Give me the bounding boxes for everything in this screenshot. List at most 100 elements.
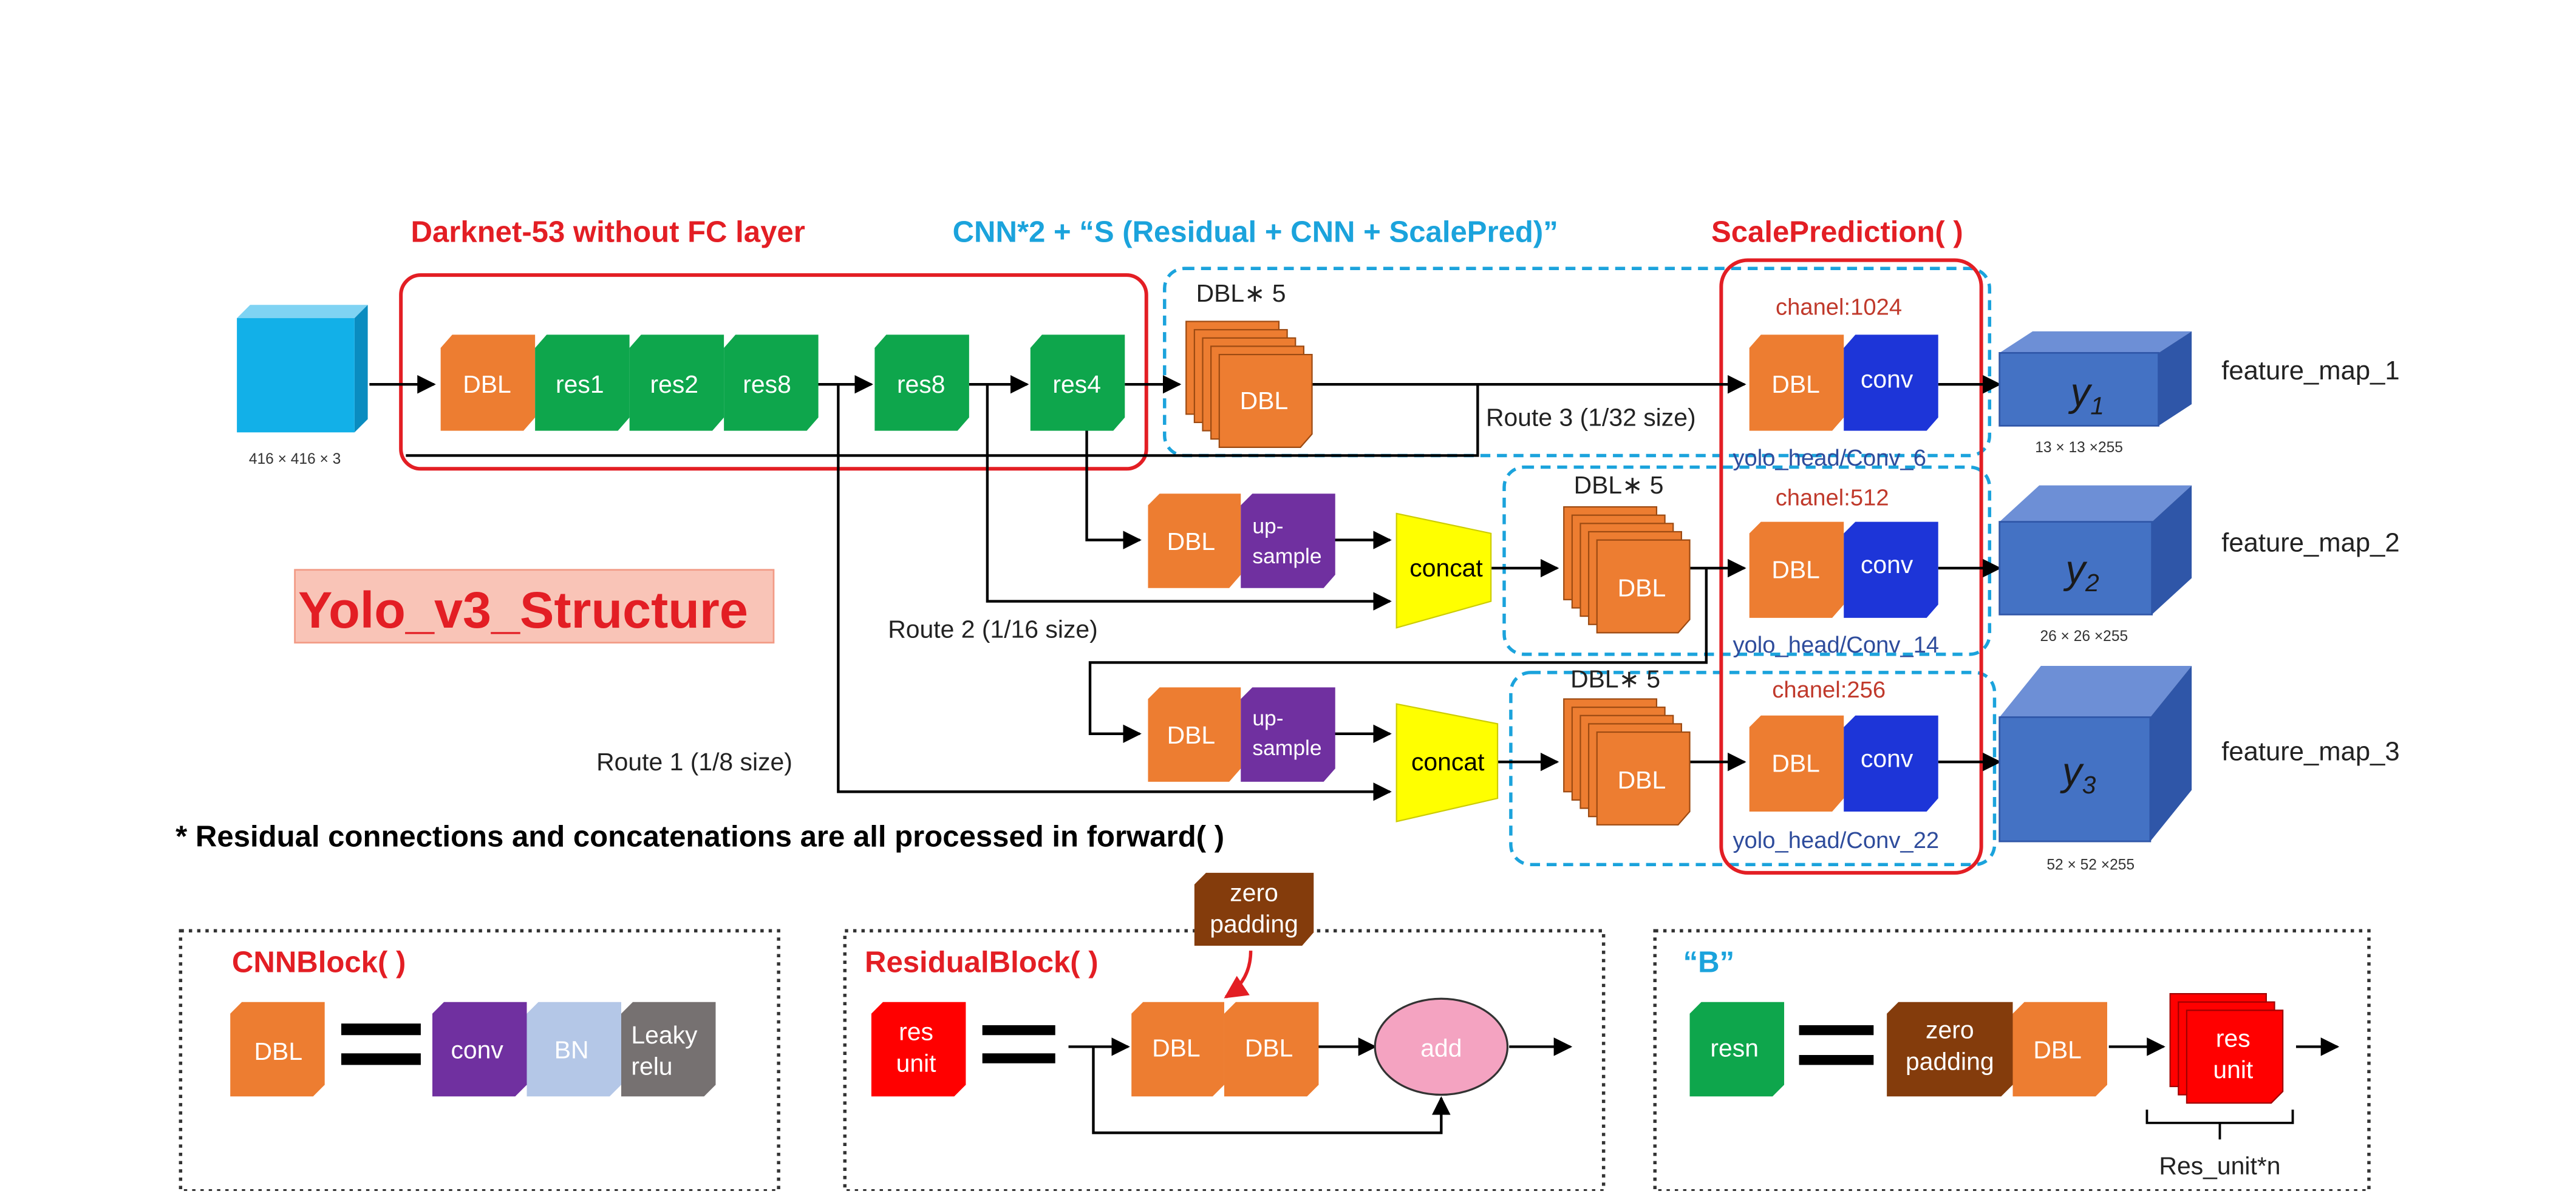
yolo-head-2: yolo_head/Conv_14 [1733,632,1939,658]
dbl5-stack-3 [1563,698,1691,826]
res8b-label: res8 [897,370,946,398]
darknet-header: Darknet-53 without FC layer [411,216,805,249]
input-tensor [237,305,368,433]
feature-map-1: feature_map_1 [2221,356,2399,385]
darknet-box [399,273,1148,471]
yolo-head-3: yolo_head/Conv_22 [1733,827,1939,853]
res1-label: res1 [556,370,604,398]
residual-dbl-1-label: DBL [1152,1034,1201,1062]
residual-add [1374,997,1509,1096]
residual-add-label: add [1420,1034,1462,1062]
structure-title: Yolo_v3_Structure [298,581,748,639]
residual-dbl-2: DBL [1224,1002,1319,1097]
cnnblock-conv: conv [432,1002,527,1097]
cnnblock-bn-label: BN [554,1036,589,1063]
chanel-1: chanel:1024 [1776,294,1902,321]
b-dbl: DBL [2012,1002,2107,1097]
dbl5-caption-1: DBL∗ 5 [1196,279,1286,307]
row3-upsample-block: up-sample [1241,687,1335,782]
legend-residual-frame [843,929,1606,1193]
chanel-3: chanel:256 [1772,677,1886,703]
route-3-label: Route 3 (1/32 size) [1486,403,1696,431]
scale-row1-conv: conv [1861,365,1913,393]
structure-title-bg [294,569,775,644]
output-cube-2 [1998,485,2192,616]
residual-lines [1068,1037,1573,1135]
dbl5-stack-2 [1563,506,1691,634]
b-title: “B” [1683,946,1735,979]
backbone-lines [369,375,2002,801]
res2-block: res2 [629,334,724,431]
output-3-symbol: y3 [2060,749,2096,799]
output-1-dims: 13 × 13 ×255 [2035,439,2123,456]
residual-equals [982,1025,1055,1063]
res8a-block: res8 [724,334,819,431]
scale-row2 [1749,521,1938,618]
input-dims: 416 × 416 × 3 [249,451,341,467]
row2-upsample-block: up-sample [1241,494,1335,588]
scale-row3 [1749,715,1938,812]
b-equals [1799,1025,1874,1065]
row2-dbl-label: DBL [1167,527,1216,555]
row2-concat: concat [1395,512,1492,629]
row3-upsample-label: up-sample [1252,706,1321,760]
b-dbl-label: DBL [2033,1036,2082,1063]
res2-label: res2 [650,370,698,398]
output-3-dims: 52 × 52 ×255 [2046,856,2135,873]
res1-block: res1 [535,334,630,431]
dbl5-caption-3: DBL∗ 5 [1570,665,1660,693]
route-2-label: Route 2 (1/16 size) [888,616,1098,643]
dbl5-stack-1 [1185,321,1313,448]
res4-label: res4 [1052,370,1101,398]
b-resn: resn [1689,1002,1785,1097]
route-1-label: Route 1 (1/8 size) [596,748,792,776]
residual-dbl-1: DBL [1131,1002,1224,1097]
cnnblock-dbl: DBL [230,1002,325,1097]
forward-note: * Residual connections and concatenation… [175,820,1224,853]
dbl5-caption-2: DBL∗ 5 [1574,471,1664,499]
cnnblock-dbl-label: DBL [254,1037,303,1065]
legend-b-frame [1653,929,2371,1193]
row3-concat-label: concat [1411,748,1485,776]
row2-concat-label: concat [1409,554,1483,582]
dbl5-stack-1-label: DBL [1240,387,1289,415]
res4-block: res4 [1030,334,1125,431]
scale-row1 [1749,334,1938,431]
residual-dbl-2-label: DBL [1245,1034,1293,1062]
row2-dbl-block: DBL [1148,494,1241,588]
yolo-head-1: yolo_head/Conv_6 [1733,445,1926,471]
res8b-block: res8 [874,334,969,431]
b-res-unit-stack [2169,992,2284,1104]
residual-title: ResidualBlock( ) [865,946,1099,979]
b-resn-label: resn [1710,1034,1759,1062]
cnn-header: CNN*2 + “S (Residual + CNN + ScalePred)” [953,216,1558,249]
feature-map-3: feature_map_3 [2221,736,2399,766]
row3-concat: concat [1395,703,1499,823]
cnnblock-bn: BN [526,1002,621,1097]
output-2-symbol: y2 [2063,548,2099,597]
backbone-dbl-label: DBL [463,370,511,398]
cnnblock-equals [341,1023,421,1065]
b-brace [2145,1110,2294,1140]
residual-zp-arrow [1224,951,1253,999]
row3-dbl-label: DBL [1167,721,1216,749]
b-res-unit-n: Res_unit*n [2159,1152,2280,1179]
dbl5-stack-2-label: DBL [1618,574,1666,602]
row3-dbl-block: DBL [1148,687,1241,782]
output-1-symbol: y1 [2068,370,2104,420]
scale-row3-conv: conv [1861,744,1913,772]
output-cube-1 [1998,331,2192,427]
backbone-dbl-block: DBL [440,334,536,431]
row2-upsample-label: up-sample [1252,514,1321,568]
cnnblock-conv-label: conv [451,1036,503,1063]
output-2-dims: 26 × 26 ×255 [2040,628,2128,645]
